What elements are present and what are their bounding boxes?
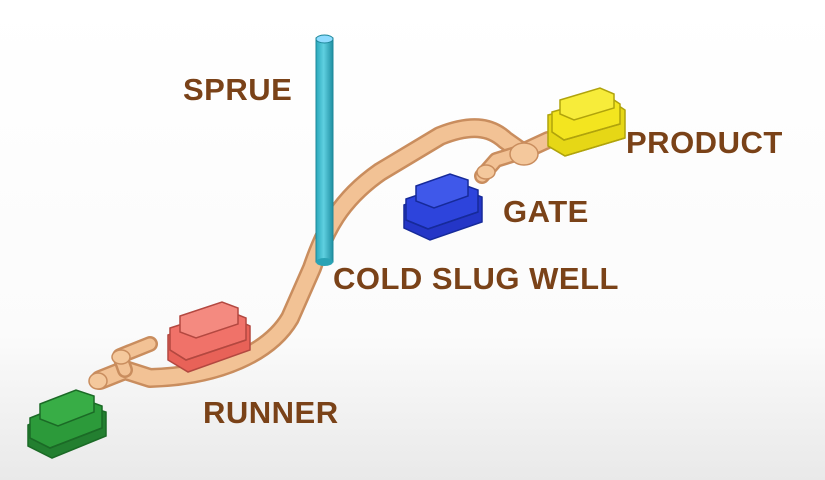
red-part	[167, 301, 251, 373]
cold-slug-well-label: COLD SLUG WELL	[333, 261, 619, 296]
runner-label: RUNNER	[203, 395, 339, 430]
green-part	[27, 389, 107, 459]
gate-part	[403, 173, 483, 241]
runner-path	[92, 120, 530, 388]
junction-disc-right	[509, 142, 539, 166]
junction-disc-gate	[476, 164, 496, 180]
product-label: PRODUCT	[626, 125, 783, 160]
sprue-cylinder	[315, 34, 334, 266]
sprue-label: SPRUE	[183, 72, 293, 107]
junction-disc-left	[111, 349, 131, 365]
gate-label: GATE	[503, 194, 589, 229]
product-part	[547, 87, 626, 157]
junction-disc-end	[88, 372, 108, 390]
